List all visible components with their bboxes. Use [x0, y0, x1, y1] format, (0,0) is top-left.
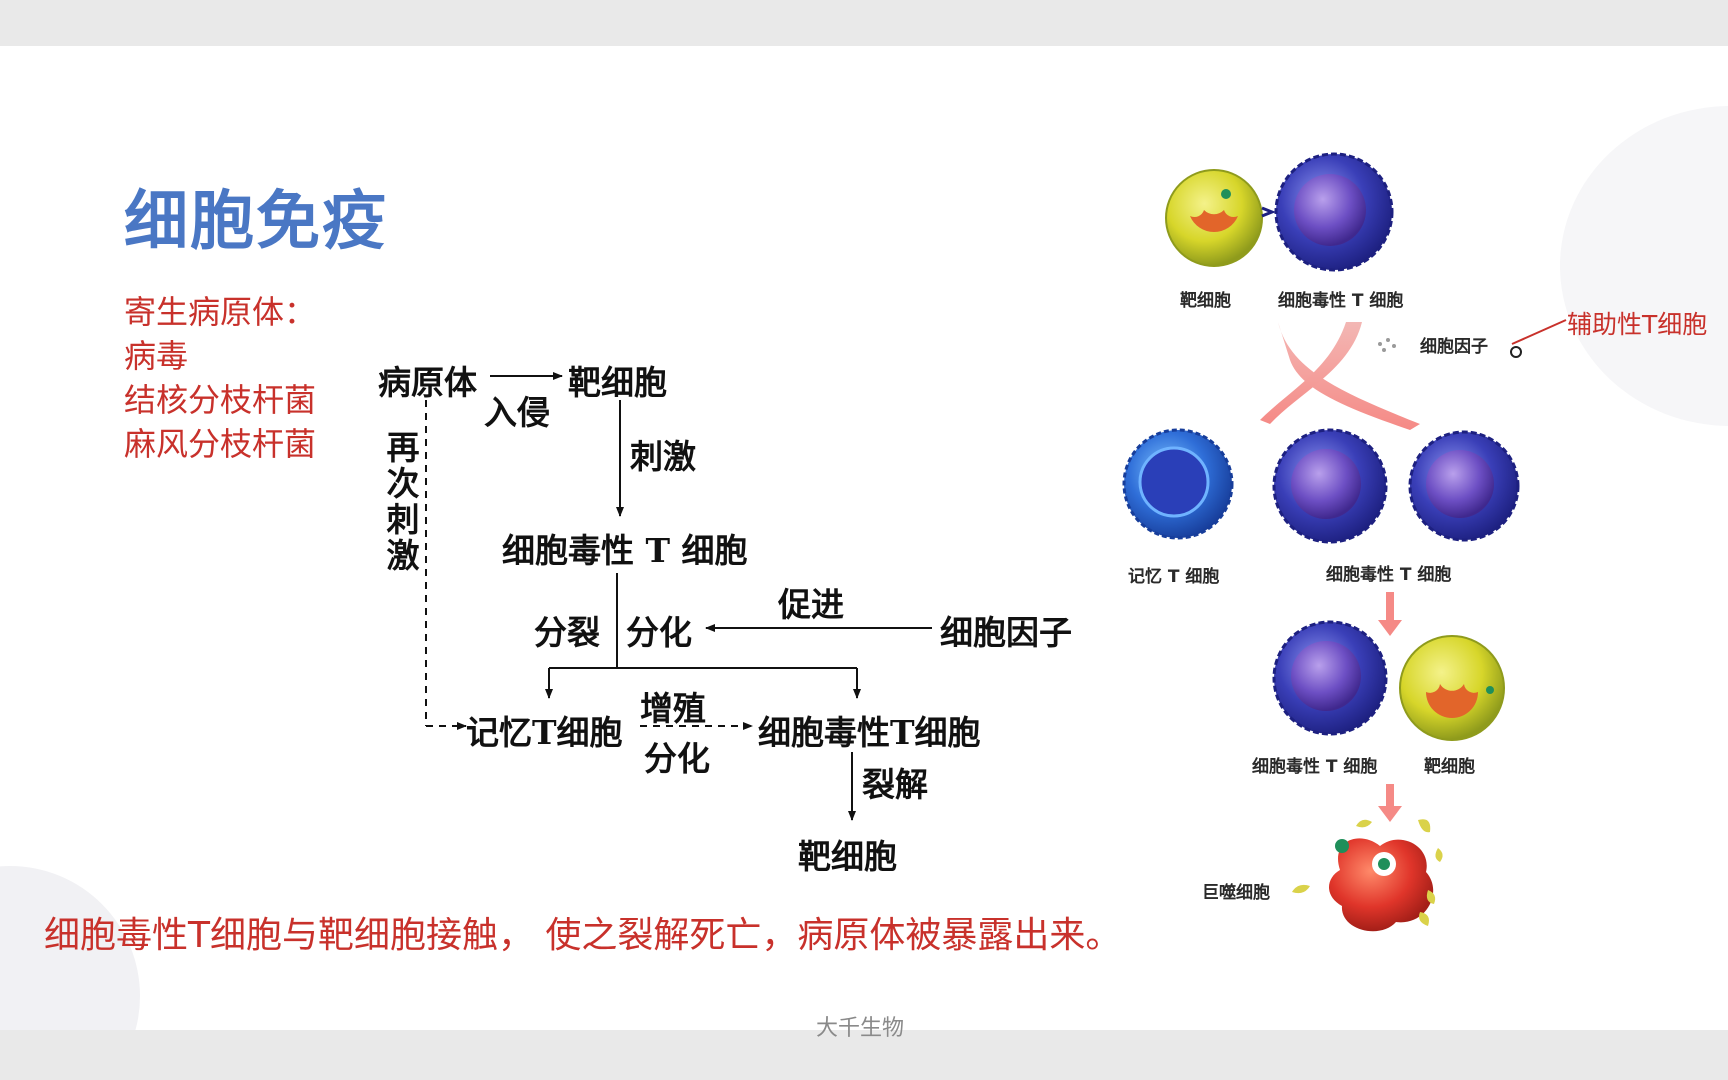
pathogen-list-heading: 寄生病原体： [124, 293, 317, 331]
flow-stimulate-label: 刺激 [630, 437, 696, 476]
top-cytotoxic-cell [1274, 152, 1394, 272]
label-lower-cytotoxic: 细胞毒性 T 细胞 [1252, 757, 1378, 777]
macrophage-cell [1329, 838, 1434, 932]
flow-target-cell: 靶细胞 [568, 363, 667, 402]
label-macrophage: 巨噬细胞 [1202, 883, 1270, 903]
label-top-cytotoxic: 细胞毒性 T 细胞 [1278, 291, 1404, 311]
flow-differentiate-2-label: 分化 [644, 739, 710, 778]
helper-pointer [1511, 319, 1567, 345]
debris-fragments [1292, 819, 1443, 926]
flow-target-cell-2: 靶细胞 [798, 837, 897, 876]
flow-cytotoxic-t: 细胞毒性 T 细胞 [502, 531, 748, 570]
top-bar [0, 0, 1728, 46]
flow-cytokine: 细胞因子 [940, 613, 1072, 652]
down-arrow [1378, 592, 1402, 636]
flow-cytotoxic-t-2: 细胞毒性T细胞 [758, 713, 981, 752]
flow-restimulate-label: 再次刺激 [386, 428, 420, 575]
split-arrow-right [1278, 322, 1420, 430]
flow-pathogen: 病原体 [378, 363, 477, 402]
pathogen-list: 寄生病原体： 病毒 结核分枝杆菌 麻风分枝杆菌 [124, 290, 316, 466]
cursor-icon [1510, 346, 1522, 358]
mid-cytotoxic-cell-2 [1408, 430, 1520, 542]
cytokine-dots [1378, 338, 1396, 352]
slide-title: 细胞免疫 [124, 185, 388, 259]
flow-divide-label: 分裂 [534, 613, 600, 652]
lower-cytotoxic-cell [1272, 620, 1388, 736]
flow-invade-label: 入侵 [484, 393, 550, 432]
pathogen-item: 结核分枝杆菌 [124, 381, 317, 419]
down-arrow [1378, 784, 1402, 822]
lower-target-cell [1399, 635, 1505, 741]
pathogen-item: 麻风分枝杆菌 [124, 425, 317, 463]
pathogen-item: 病毒 [124, 337, 189, 375]
label-lower-target: 靶细胞 [1424, 757, 1475, 777]
flow-proliferate-label: 增殖 [640, 689, 706, 728]
memory-t-cell [1122, 428, 1234, 540]
label-cytokine: 细胞因子 [1420, 337, 1488, 357]
top-contact [1261, 206, 1277, 218]
top-target-cell [1165, 169, 1263, 267]
label-top-target: 靶细胞 [1180, 291, 1231, 311]
split-arrow-left [1260, 322, 1362, 424]
flow-lyse-label: 裂解 [862, 765, 928, 804]
label-memory-t: 记忆 T 细胞 [1128, 567, 1220, 587]
flow-differentiate-label: 分化 [626, 613, 692, 652]
summary-text: 细胞毒性T细胞与靶细胞接触， 使之裂解死亡，病原体被暴露出来。 [44, 915, 1122, 956]
label-mid-cytotoxic: 细胞毒性 T 细胞 [1326, 565, 1452, 585]
slide [0, 46, 1728, 1030]
flow-promote-label: 促进 [778, 585, 844, 624]
watermark: 大千生物 [816, 1016, 905, 1041]
mid-cytotoxic-cell-1 [1272, 428, 1388, 544]
flow-memory-t: 记忆T细胞 [466, 713, 623, 752]
bottom-bar [0, 1030, 1728, 1080]
label-helper-t: 辅助性T细胞 [1567, 310, 1708, 339]
